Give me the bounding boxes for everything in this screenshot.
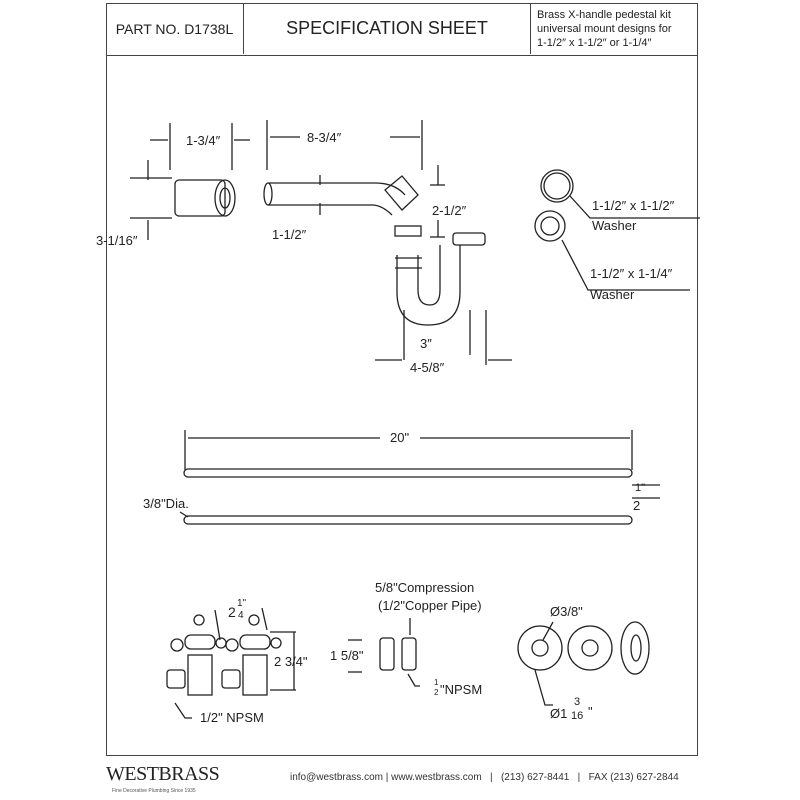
- valve-thread: 1/2" NPSM: [200, 710, 264, 725]
- supply-end-num: 1": [635, 482, 646, 494]
- compression-subtitle: (1/2"Copper Pipe): [378, 598, 482, 613]
- escutcheon-drawing: [130, 123, 250, 240]
- compression-height-dim: 1 5/8": [330, 648, 364, 663]
- valve-width-whole: 2: [228, 604, 236, 620]
- flange-outer-den: 16: [571, 710, 584, 722]
- trap-outer-dim: 4-5/8″: [410, 360, 445, 375]
- washer-2-size: 1-1/2″ x 1-1/4″: [590, 266, 673, 281]
- logo-tagline: Fine Decorative Plumbing Since 1935: [112, 788, 196, 794]
- supply-end-den: 2: [633, 498, 641, 513]
- description: Brass X-handle pedestal kit universal mo…: [531, 3, 696, 54]
- part-number: PART NO. D1738L: [115, 20, 234, 37]
- compression-thread-num: 1: [434, 678, 439, 687]
- sheet-frame: [106, 3, 698, 756]
- angle-valve-drawings: [166, 607, 420, 719]
- flange-drawings: [517, 621, 650, 706]
- flange-width-dim: 1-3/4″: [186, 133, 221, 148]
- flange-outer-dia: Ø1: [550, 706, 568, 721]
- washer-1-label: Washer: [592, 218, 637, 233]
- header: PART NO. D1738L SPECIFICATION SHEET Bras…: [106, 3, 698, 56]
- arm-dia-dim: 1-1/2″: [272, 227, 307, 242]
- valve-width-num: 1": [237, 598, 247, 609]
- washer-drawings: [534, 169, 700, 291]
- sheet-title: SPECIFICATION SHEET: [243, 3, 531, 54]
- flange-height-dim: 3-1/16″: [96, 233, 138, 248]
- flange-inner-dia: Ø3/8": [550, 604, 583, 619]
- compression-thread: "NPSM: [440, 682, 483, 697]
- compression-thread-den: 2: [434, 688, 439, 697]
- compression-title: 5/8"Compression: [375, 580, 475, 595]
- description-line: 1-1/2″ x 1-1/2″ or 1-1/4″: [537, 36, 652, 49]
- washer-2-label: Washer: [590, 287, 635, 302]
- trap-inner-dim: 3″: [420, 336, 432, 351]
- p-trap-drawing: [263, 120, 512, 365]
- supply-tube-drawings: [179, 430, 660, 525]
- drop-dim: 2-1/2″: [432, 203, 467, 218]
- description-line: universal mount designs for: [537, 22, 672, 35]
- flange-outer-num: 3: [574, 696, 581, 708]
- supply-dia-dim: 3/8"Dia.: [143, 496, 189, 511]
- description-line: Brass X-handle pedestal kit: [537, 8, 671, 21]
- supply-length-dim: 20": [390, 430, 410, 445]
- westbrass-logo: WESTBRASS: [106, 763, 220, 785]
- flange-outer-unit: ": [588, 704, 593, 719]
- valve-width-den: 4: [238, 610, 244, 621]
- contact-info: info@westbrass.com | www.westbrass.com |…: [290, 772, 679, 783]
- arm-length-dim: 8-3/4″: [307, 130, 342, 145]
- valve-height-dim: 2 3/4": [274, 654, 308, 669]
- washer-1-size: 1-1/2″ x 1-1/2″: [592, 198, 675, 213]
